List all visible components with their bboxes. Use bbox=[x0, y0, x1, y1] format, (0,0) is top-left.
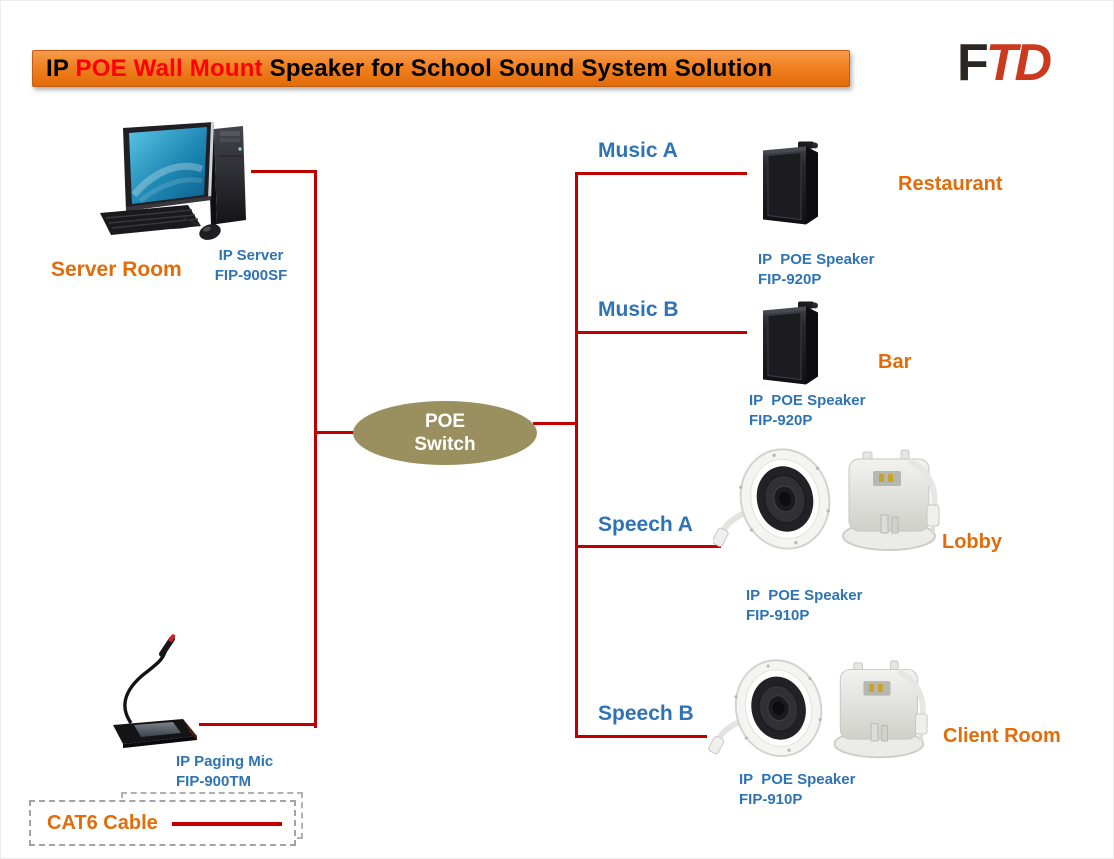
server-computer-icon bbox=[100, 122, 246, 240]
title-bar: IP POE Wall Mount Speaker for School Sou… bbox=[32, 50, 850, 87]
server-device-model: FIP-900SF bbox=[214, 267, 288, 284]
server-room-label: Server Room bbox=[51, 258, 182, 281]
speaker-device-speech-a: IP POE Speaker bbox=[746, 587, 863, 604]
mic-device-model: FIP-900TM bbox=[176, 773, 252, 790]
channel-label-speech-a: Speech A bbox=[598, 513, 693, 536]
location-label-bar: Bar bbox=[878, 351, 912, 373]
title-part-1: IP bbox=[46, 54, 76, 82]
paging-mic-icon bbox=[113, 634, 197, 748]
cable-server-to-trunk bbox=[251, 170, 317, 173]
server-device-name: IP Server bbox=[218, 247, 284, 264]
poe-switch-line1: POE bbox=[424, 411, 466, 432]
cable-left-trunk bbox=[314, 170, 317, 728]
cable-branch-music-a bbox=[575, 172, 747, 175]
cable-branch-speech-b bbox=[575, 735, 707, 738]
poe-switch-line2: Switch bbox=[414, 434, 476, 455]
location-label-lobby: Lobby bbox=[942, 531, 1002, 553]
speaker-device-music-a: IP POE Speaker bbox=[758, 251, 875, 268]
cable-right-trunk bbox=[575, 172, 578, 738]
channel-label-music-b: Music B bbox=[598, 298, 679, 321]
cable-mic-to-trunk bbox=[199, 723, 317, 726]
wall-speaker-icon-music-a bbox=[763, 141, 818, 225]
channel-label-speech-b: Speech B bbox=[598, 702, 694, 725]
title-part-highlight: POE Wall Mount bbox=[75, 54, 263, 82]
wall-speaker-icon-music-b bbox=[763, 301, 818, 385]
speaker-device-music-b: IP POE Speaker bbox=[749, 392, 866, 409]
speaker-model-music-a: FIP-920P bbox=[758, 271, 822, 288]
speaker-model-speech-a: FIP-910P bbox=[746, 607, 810, 624]
poe-switch-node: POE Switch bbox=[353, 401, 537, 465]
ftd-logo: FTD bbox=[957, 34, 1052, 92]
speaker-model-music-b: FIP-920P bbox=[749, 412, 813, 429]
legend-box: CAT6 Cable bbox=[29, 800, 296, 846]
title-part-3: Speaker for School Sound System Solution bbox=[262, 54, 773, 82]
legend-cable-sample-line bbox=[171, 822, 282, 826]
ceiling-speaker-icon-speech-a bbox=[713, 448, 940, 551]
location-label-client-room: Client Room bbox=[943, 725, 1061, 747]
cable-switch-to-right-trunk bbox=[533, 422, 578, 425]
logo-letters-td: TD bbox=[985, 34, 1052, 92]
cable-branch-music-b bbox=[575, 331, 747, 334]
location-label-restaurant: Restaurant bbox=[898, 173, 1003, 195]
legend-label: CAT6 Cable bbox=[47, 811, 158, 834]
ceiling-speaker-icon-speech-b bbox=[708, 659, 928, 759]
logo-letter-f: F bbox=[957, 34, 989, 92]
speaker-device-speech-b: IP POE Speaker bbox=[739, 771, 856, 788]
cable-trunk-to-switch bbox=[314, 431, 356, 434]
channel-label-music-a: Music A bbox=[598, 139, 678, 162]
cable-branch-speech-a bbox=[575, 545, 721, 548]
speaker-model-speech-b: FIP-910P bbox=[739, 791, 803, 808]
mic-device-name: IP Paging Mic bbox=[176, 753, 274, 770]
